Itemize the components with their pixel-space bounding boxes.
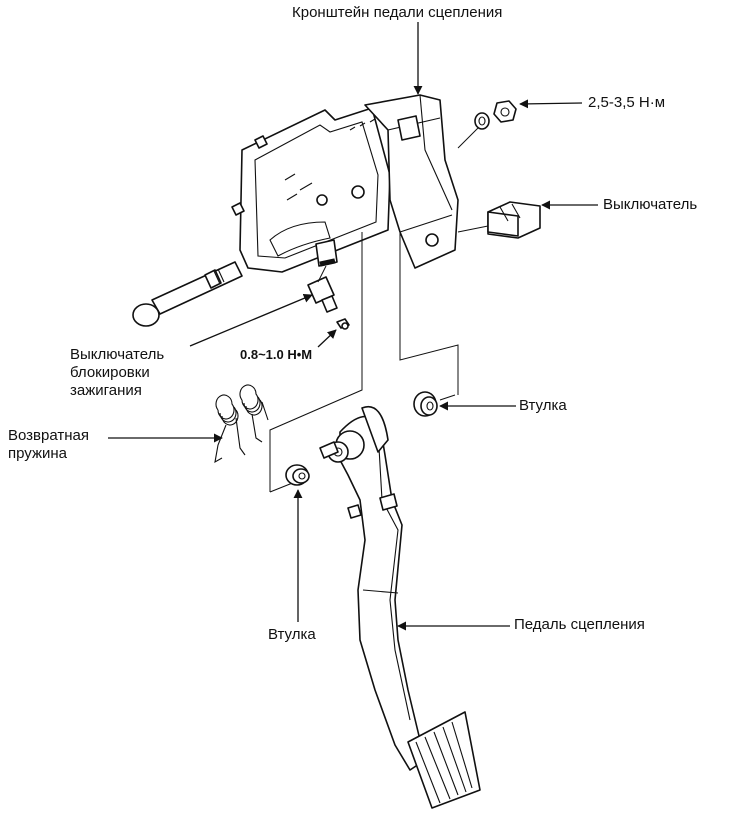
label-switch: Выключатель <box>603 196 698 213</box>
label-return-spring: Возвратная пружина <box>8 427 89 462</box>
label-clutch-pedal: Педаль сцепления <box>514 616 645 633</box>
assembly-lines <box>269 232 459 493</box>
clutch-pedal <box>319 405 426 771</box>
clutch-switch <box>487 201 541 239</box>
leader-arrows <box>108 22 598 631</box>
label-torque-small: 0.8~1.0 Н•М <box>240 347 313 362</box>
label-ignition-switch: Выключатель блокировки зажигания <box>70 346 165 399</box>
label-bushing-right: Втулка <box>519 397 567 414</box>
label-bracket: Кронштейн педали сцепления <box>292 4 503 21</box>
ignition-interlock-switch <box>307 239 350 330</box>
pedal-pad <box>407 711 481 809</box>
top-nut <box>474 100 517 130</box>
return-spring <box>214 384 269 464</box>
bushing-right <box>413 391 438 417</box>
label-torque-top: 2,5-3,5 Н·м <box>588 94 666 111</box>
pedal-bracket <box>349 94 459 269</box>
bushing-left <box>285 464 310 486</box>
label-bushing-left: Втулка <box>268 626 316 643</box>
pivot-bolt <box>132 261 243 327</box>
mounting-plate <box>231 107 391 273</box>
